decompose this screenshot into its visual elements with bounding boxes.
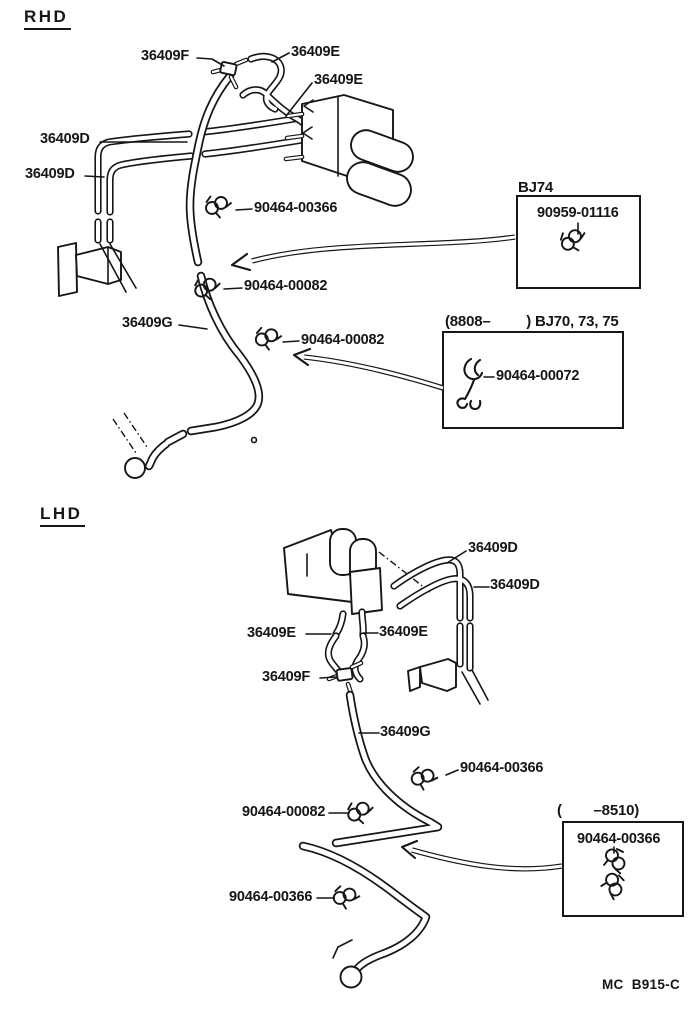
lhd-leader-lines: [305, 550, 490, 899]
part-label-36409e-right: 36409E: [379, 624, 428, 640]
clamp-90464-00082-icon: [346, 800, 376, 826]
part-label-90464-00082-upper: 90464-00082: [244, 278, 328, 294]
rhd-valve-assembly: [283, 94, 414, 207]
callout-box-title-bj74: BJ74: [518, 179, 554, 196]
rhd-callout-box-bj70-73-75: [442, 331, 624, 429]
hose-inner: [241, 54, 305, 125]
lhd-artwork: [283, 528, 684, 989]
callout-box-frame: [562, 821, 684, 917]
pipe-continuation: [461, 669, 489, 705]
lhd-callout-box-8510: [562, 821, 684, 917]
part-label-36409d-lower: 36409D: [490, 577, 540, 593]
lhd-bracket-assembly: [283, 528, 431, 638]
part-label-36409d-upper: 36409D: [40, 131, 90, 147]
callout-box-title-8510: ( –8510): [557, 802, 640, 819]
valve-solenoid-upper: [350, 129, 414, 173]
arrow-shaft-outline: [303, 354, 444, 391]
callout-box-title-bj70-73-75: (8808– ) BJ70, 73, 75: [445, 313, 619, 330]
arrow-shaft-inner: [303, 355, 444, 390]
part-label-90959-01116: 90959-01116: [537, 205, 619, 221]
rhd-bracket: [57, 242, 122, 297]
rhd-hose-36409g: [112, 71, 264, 479]
clamp-90464-00366-right-icon: [408, 765, 440, 793]
arrow-head: [230, 252, 252, 272]
part-label-36409e-mid: 36409E: [314, 72, 363, 88]
part-label-90464-00366-box: 90464-00366: [577, 831, 661, 847]
clamp-90464-00082-lower-icon: [254, 326, 283, 352]
small-ring-mark: [250, 436, 258, 444]
valve-block: [349, 567, 383, 615]
lhd-hose-36409g: [298, 690, 443, 989]
bracket-arm: [419, 658, 457, 692]
rhd-leader-lines: [84, 52, 313, 343]
rhd-hoses-36409e: [239, 52, 307, 127]
bracket-flap: [407, 666, 421, 692]
part-label-90464-00072: 90464-00072: [496, 368, 580, 384]
clamp-90464-00366-bottom-icon: [331, 884, 362, 912]
pipe-continuation: [99, 243, 137, 293]
part-label-90464-00366-bottom: 90464-00366: [229, 889, 313, 905]
hidden-edge-lines: [112, 412, 148, 454]
part-label-90464-00082: 90464-00082: [242, 804, 326, 820]
valve-nipples-inner: [284, 112, 304, 161]
part-label-36409g: 36409G: [122, 315, 173, 331]
part-label-90464-00366: 90464-00366: [254, 200, 338, 216]
hose-end-connector: [124, 457, 146, 479]
lhd-lower-bracket: [407, 658, 457, 692]
part-label-90464-00082-lower: 90464-00082: [301, 332, 385, 348]
part-label-36409f: 36409F: [262, 669, 310, 685]
wire-clip-90464-00072-icon: [456, 357, 484, 411]
arrow-shaft-inner: [251, 235, 516, 263]
part-label-36409d-upper: 36409D: [468, 540, 518, 556]
drawing-code: MC B915-C: [602, 977, 681, 992]
lhd-hoses-36409d: [390, 556, 489, 705]
rhd-valve-36409f: [210, 57, 249, 90]
clamp-90464-00082-upper-icon: [193, 276, 223, 302]
hose-inner: [146, 73, 262, 469]
hose-inner: [392, 557, 472, 670]
rhd-callout-box-bj74: [516, 195, 641, 289]
part-label-90464-00366-right: 90464-00366: [460, 760, 544, 776]
valve-body: [219, 61, 238, 77]
part-label-36409e-top: 36409E: [291, 44, 340, 60]
rhd-reference-arrows: [230, 234, 516, 391]
arrow-head: [400, 839, 419, 860]
arrow-head: [292, 347, 312, 367]
valve-body: [335, 667, 354, 682]
connector-arm: [332, 939, 353, 959]
hose-inner: [300, 692, 441, 975]
section-title-lhd: LHD: [40, 505, 86, 527]
rhd-artwork: [57, 52, 641, 479]
hidden-edge-line: [378, 551, 431, 593]
arrow-shaft-inner: [411, 848, 563, 871]
part-label-36409d-lower: 36409D: [25, 166, 75, 182]
flow-direction-marks: [302, 99, 314, 140]
lhd-reference-arrow: [400, 839, 563, 872]
bracket-plate: [57, 242, 78, 297]
part-label-36409f: 36409F: [141, 48, 189, 64]
valve-solenoid-lower: [346, 161, 412, 207]
hose-end-connector: [339, 965, 363, 989]
clamp-90464-00366-icon: [205, 195, 232, 219]
part-label-36409g: 36409G: [380, 724, 431, 740]
part-label-36409e-left: 36409E: [247, 625, 296, 641]
section-title-rhd: RHD: [24, 8, 72, 30]
